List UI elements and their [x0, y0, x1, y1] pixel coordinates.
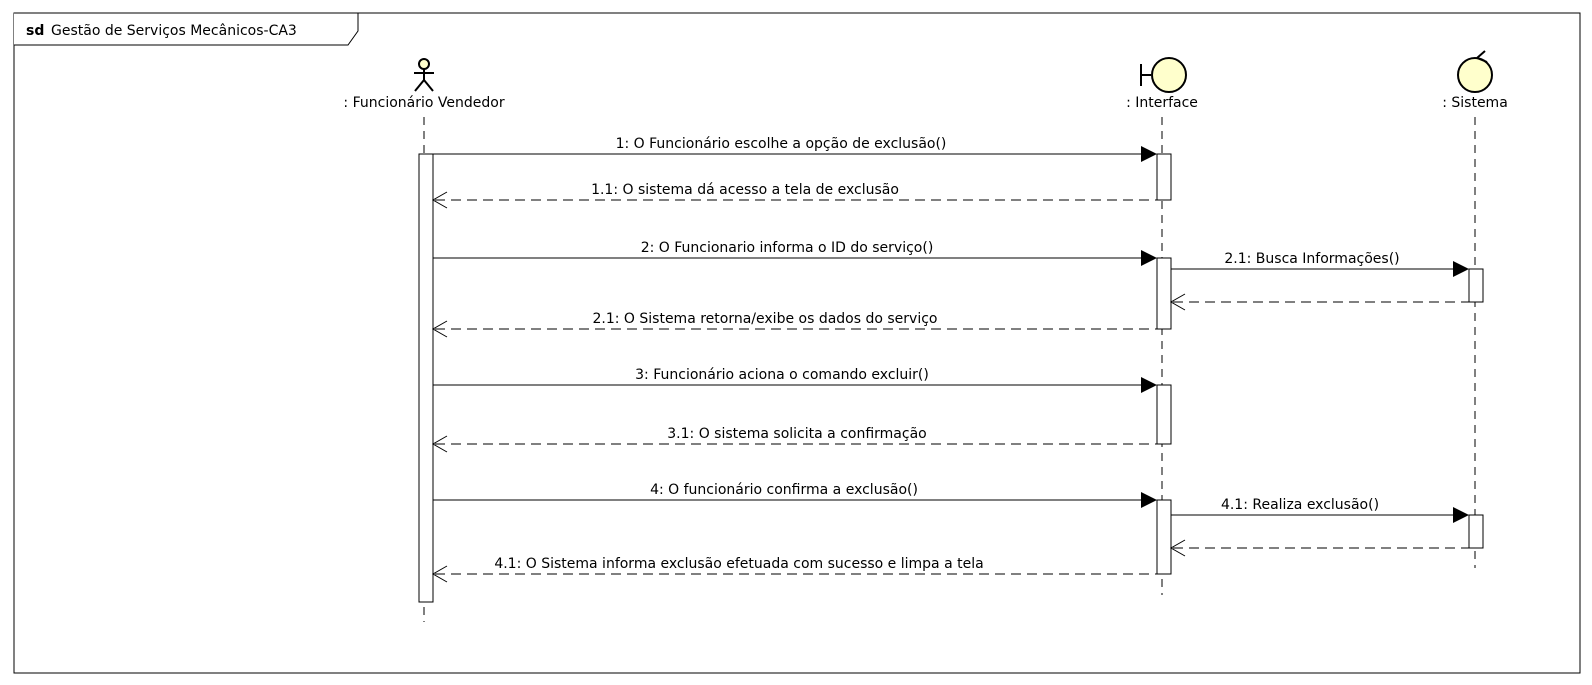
message-4-1-return	[1169, 539, 1469, 557]
message-label-4: 4: O funcionário confirma a exclusão()	[650, 482, 918, 498]
lifeline-interface: : Interface	[1126, 57, 1198, 111]
actor-icon	[414, 58, 434, 92]
message-label-4-1-reply: 4.1: O Sistema informa exclusão efetuada…	[494, 556, 983, 572]
message-label-2: 2: O Funcionario informa o ID do serviço…	[641, 240, 934, 256]
message-label-2-1-request: 2.1: Busca Informações()	[1224, 251, 1399, 267]
frame-keyword: sd	[26, 23, 44, 39]
message-label-1: 1: O Funcionário escolhe a opção de excl…	[616, 136, 947, 152]
lifeline-funcionario-vendedor: : Funcionário Vendedor	[343, 58, 505, 111]
message-4-1-request: 4.1: Realiza exclusão()	[1171, 497, 1469, 523]
activation-interface-1	[1156, 153, 1172, 201]
message-1-1: 1.1: O sistema dá acesso a tela de exclu…	[431, 182, 1157, 209]
message-4-1-reply: 4.1: O Sistema informa exclusão efetuada…	[431, 556, 1157, 583]
message-3: 3: Funcionário aciona o comando excluir(…	[433, 367, 1157, 393]
activation-sistema-1	[1468, 268, 1484, 303]
message-2-1-return	[1169, 293, 1469, 311]
message-1: 1: O Funcionário escolhe a opção de excl…	[433, 136, 1157, 162]
message-label-4-1-request: 4.1: Realiza exclusão()	[1221, 497, 1379, 513]
message-label-3-1: 3.1: O sistema solicita a confirmação	[667, 426, 926, 442]
frame-title: Gestão de Serviços Mecânicos-CA3	[51, 23, 297, 39]
diagram-frame	[13, 12, 1581, 674]
lifeline-sistema: : Sistema	[1442, 50, 1508, 111]
activation-sistema-2	[1468, 514, 1484, 549]
frame-tag-box	[14, 12, 359, 46]
message-2: 2: O Funcionario informa o ID do serviço…	[433, 240, 1157, 266]
message-label-2-1-reply: 2.1: O Sistema retorna/exibe os dados do…	[592, 311, 937, 327]
message-2-1-reply: 2.1: O Sistema retorna/exibe os dados do…	[431, 311, 1157, 338]
boundary-icon	[1140, 57, 1187, 93]
activation-interface-4	[1156, 499, 1172, 575]
message-3-1: 3.1: O sistema solicita a confirmação	[431, 426, 1157, 453]
activation-interface-3	[1156, 384, 1172, 445]
activation-actor	[418, 153, 434, 603]
control-icon	[1457, 50, 1493, 93]
message-label-3: 3: Funcionário aciona o comando excluir(…	[635, 367, 929, 383]
message-4: 4: O funcionário confirma a exclusão()	[433, 482, 1157, 508]
message-2-1-request: 2.1: Busca Informações()	[1171, 251, 1469, 277]
lifeline-label-actor: : Funcionário Vendedor	[343, 95, 504, 111]
activation-interface-2	[1156, 257, 1172, 330]
lifeline-label-sistema: : Sistema	[1442, 95, 1508, 111]
message-label-1-1: 1.1: O sistema dá acesso a tela de exclu…	[591, 182, 899, 198]
lifeline-label-interface: : Interface	[1126, 95, 1198, 111]
